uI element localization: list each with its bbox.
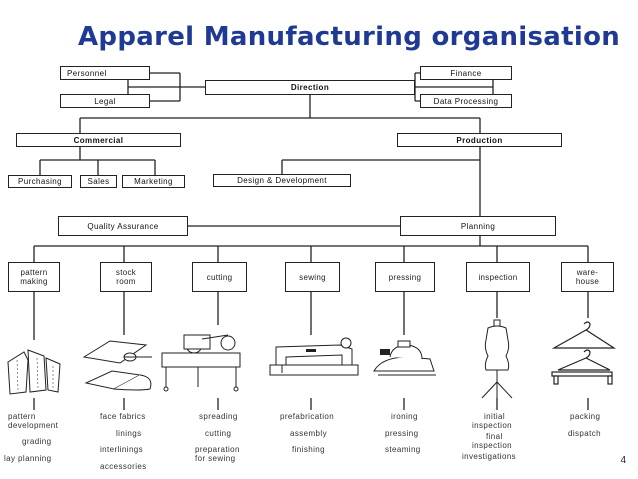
activities-pattern-making: pattern development grading lay planning <box>4 412 88 463</box>
activity-line: initial <box>484 412 506 421</box>
process-sewing: sewing <box>285 262 340 292</box>
process-label-line2: house <box>575 277 600 286</box>
activities-sewing: prefabrication assembly finishing <box>280 412 360 455</box>
activity-line: linings <box>116 428 142 438</box>
process-label-line1: sewing <box>299 272 326 282</box>
page-number: 4 <box>620 455 626 466</box>
dress-form-icon <box>481 319 513 399</box>
activity-line: cutting <box>205 428 232 438</box>
activity-line: ironing <box>391 412 418 421</box>
activity-line: investigations <box>462 452 517 461</box>
direction-box: Direction <box>205 80 415 95</box>
activity-line: accessories <box>100 461 147 471</box>
activities-inspection: initial inspection final inspection inve… <box>462 412 542 462</box>
process-label-line1: pressing <box>388 272 422 282</box>
activity-line: development <box>8 420 59 430</box>
activity-line: grading <box>22 437 52 446</box>
process-label-line1: pattern <box>20 268 48 277</box>
activity-line: pressing <box>385 428 419 438</box>
activities-cutting: spreading cutting preparation for sewing <box>195 412 275 463</box>
activity-line: inspection <box>472 440 513 450</box>
process-label-line2: making <box>20 277 48 286</box>
quality-assurance-box: Quality Assurance <box>58 216 188 236</box>
activity-line: face fabrics <box>100 412 146 421</box>
personnel-box: Personnel <box>60 66 150 80</box>
activity-line: inspection <box>472 420 513 430</box>
fabric-rolls-icon <box>82 340 152 391</box>
activities-pressing: ironing pressing steaming <box>385 412 465 455</box>
activity-line: steaming <box>385 445 421 454</box>
process-pressing: pressing <box>375 262 435 292</box>
activity-line: interlinings <box>100 445 144 454</box>
activity-line: pattern <box>8 412 36 421</box>
legal-box: Legal <box>60 94 150 108</box>
activity-line: for sewing <box>195 453 236 463</box>
activity-line: lay planning <box>4 453 52 463</box>
activity-line: preparation <box>195 445 240 454</box>
process-label-line2: room <box>116 277 136 286</box>
cutting-machine-icon <box>161 334 241 392</box>
hangers-icon <box>551 321 617 385</box>
activity-line: assembly <box>290 428 327 438</box>
activity-line: final <box>486 432 503 441</box>
activities-stock-room: face fabrics linings interlinings access… <box>100 412 180 471</box>
production-box: Production <box>397 133 562 147</box>
activities-warehouse: packing dispatch <box>568 412 638 438</box>
activity-line: spreading <box>199 412 238 421</box>
design-development-box: Design & Development <box>213 174 351 187</box>
steam-iron-icon <box>373 340 436 376</box>
planning-box: Planning <box>400 216 556 236</box>
process-warehouse: ware-house <box>561 262 614 292</box>
marketing-box: Marketing <box>122 175 185 188</box>
process-inspection: inspection <box>466 262 530 292</box>
process-label-line1: cutting <box>206 272 233 282</box>
finance-box: Finance <box>420 66 512 80</box>
purchasing-box: Purchasing <box>8 175 72 188</box>
process-label-line1: ware- <box>576 268 599 277</box>
activity-line: dispatch <box>568 428 601 438</box>
activity-line: packing <box>570 412 601 421</box>
activity-line: finishing <box>292 445 325 454</box>
pattern-pieces-icon <box>7 349 61 395</box>
data-processing-box: Data Processing <box>420 94 512 108</box>
process-label-line1: inspection <box>478 272 518 282</box>
commercial-box: Commercial <box>16 133 181 147</box>
slide-title: Apparel Manufacturing organisation <box>78 22 621 52</box>
activity-line: prefabrication <box>280 412 335 421</box>
process-cutting: cutting <box>192 262 247 292</box>
process-label-line1: stock <box>115 268 137 277</box>
sewing-machine-icon <box>269 337 359 376</box>
sales-box: Sales <box>80 175 117 188</box>
